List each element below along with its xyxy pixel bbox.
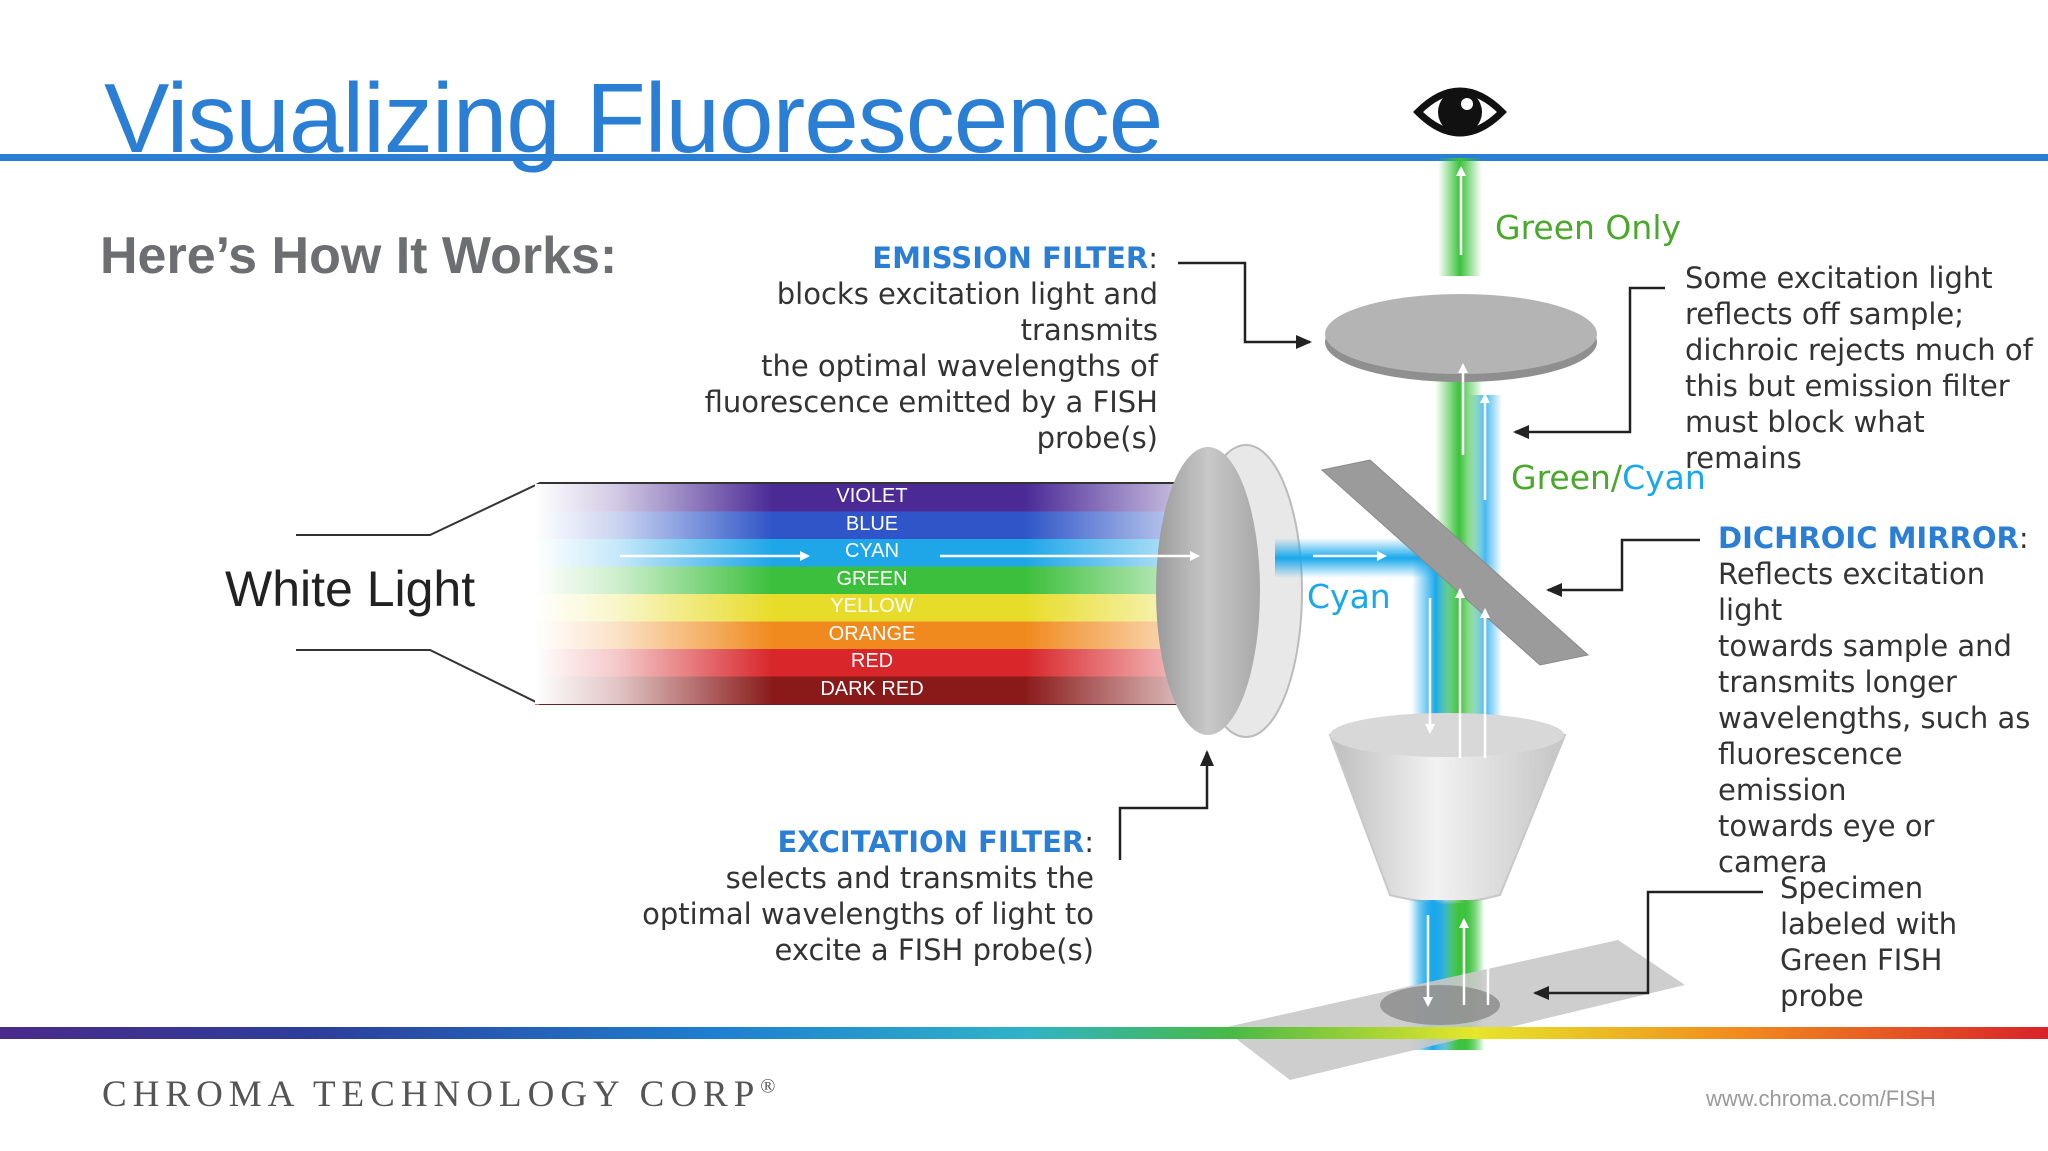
page-title: Visualizing Fluorescence [104,63,1163,173]
spectrum-band-label: GREEN [836,567,908,590]
spectrum-band-label: YELLOW [830,595,914,617]
dichroic-mirror-line: towards sample and [1718,629,2012,663]
excitation-filter-disc [1156,447,1260,735]
dichroic-mirror-line: Reflects excitation light [1718,557,1986,627]
dichroic-mirror-heading: DICHROIC MIRROR [1718,521,2019,555]
dichroic-mirror-line: towards eye or camera [1718,809,1935,879]
excitation-filter-callout: EXCITATION FILTER: selects and transmits… [590,824,1094,968]
eye-icon [1413,87,1507,137]
excitation-filter-line: selects and transmits the [725,861,1094,895]
specimen-note-line: Green FISH [1780,943,1943,977]
objective-lens-top [1330,713,1564,757]
footer-url: www.chroma.com/FISH [1706,1086,1936,1111]
emission-filter-callout: EMISSION FILTER: blocks excitation light… [650,240,1158,456]
spectrum-band-label: ORANGE [828,622,916,645]
emission-filter-heading: EMISSION FILTER [872,241,1149,275]
reflection-note-line: dichroic rejects much of [1685,333,2033,367]
spectrum-band-label: BLUE [845,512,899,535]
excitation-filter-line: excite a FISH probe(s) [774,933,1095,967]
green-cyan-beam-label: Green/Cyan [1511,458,1706,497]
leader-excitation-filter [1118,750,1214,860]
spectrum-band-label: CYAN [844,540,900,562]
white-light-label: White Light [225,561,476,617]
leader-reflection-note [1513,286,1665,439]
dichroic-mirror-shape [1320,459,1590,666]
reflection-note-line: must block what remains [1685,405,1925,475]
green-cyan-label-cyan: Cyan [1622,458,1706,497]
emission-filter-line: fluorescence emitted by a FISH [704,385,1158,419]
company-name: CHROMA TECHNOLOGY CORP® [102,1073,776,1116]
cyan-beam-label: Cyan [1307,577,1391,616]
green-only-beam-label: Green Only [1495,208,1682,247]
excitation-filter-heading: EXCITATION FILTER [777,825,1085,859]
emission-filter-line: blocks excitation light and transmits [776,277,1158,347]
specimen-sample [1380,985,1500,1025]
reflection-note-line: this but emission filter [1685,369,2010,403]
dichroic-mirror-line: fluorescence emission [1718,737,1903,807]
leader-emission-filter [1178,261,1312,349]
excitation-filter-line: optimal wavelengths of light to [642,897,1094,931]
emission-filter-line: the optimal wavelengths of [761,349,1158,383]
spectrum-band-label: RED [850,650,894,672]
company-name-text: CHROMA TECHNOLOGY CORP [102,1074,761,1115]
leader-dichroic-mirror [1546,538,1700,597]
specimen-note-line: labeled with [1780,907,1958,941]
specimen-note-line: Specimen [1780,871,1924,905]
emission-filter-line: probe(s) [1036,421,1158,455]
page-subtitle: Here’s How It Works: [100,227,618,285]
bottom-spectrum-bar [0,1027,2048,1039]
spectrum-fade [535,484,1215,704]
spectrum-band-label: DARK RED [820,677,924,700]
dichroic-mirror-callout: DICHROIC MIRROR: Reflects excitation lig… [1718,520,2038,880]
reflection-note-line: reflects off sample; [1685,297,1965,331]
registered-mark: ® [760,1075,776,1098]
emission-filter-disc [1325,294,1597,374]
spectrum-band-label: VIOLET [836,485,908,507]
dichroic-mirror-line: wavelengths, such as [1718,701,2031,735]
reflection-note-line: Some excitation light [1685,261,1993,295]
dichroic-mirror-line: transmits longer [1718,665,1957,699]
specimen-note-line: probe [1780,979,1864,1013]
specimen-note: Specimen labeled with Green FISH probe [1780,870,2010,1014]
green-cyan-label-green: Green/ [1511,458,1623,497]
reflection-note: Some excitation light reflects off sampl… [1685,260,2035,476]
header-rule [0,154,2048,161]
light-housing [296,482,1212,536]
leader-specimen [1533,890,1763,1000]
